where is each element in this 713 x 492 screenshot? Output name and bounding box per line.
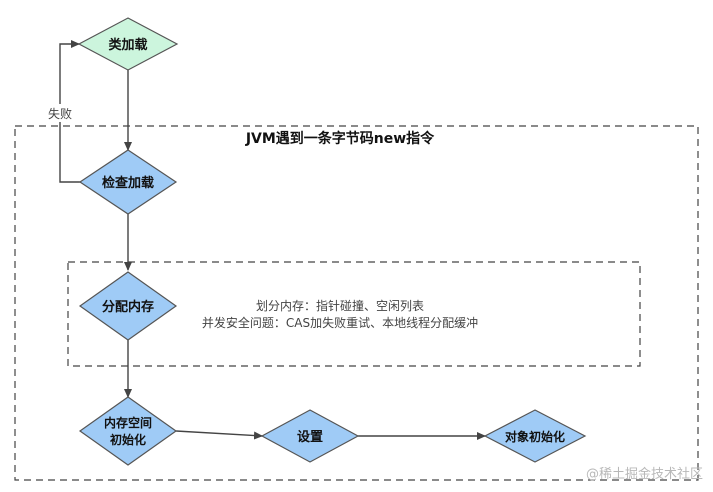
watermark: @稀土掘金技术社区 <box>585 467 703 482</box>
node-allocate-memory-label: 分配内存 <box>102 299 154 315</box>
node-check-loading-label: 检查加载 <box>102 175 154 191</box>
node-check-loading: 检查加载 <box>78 149 178 215</box>
node-allocate-memory: 分配内存 <box>78 271 178 341</box>
node-init-memory-label-1: 内存空间 <box>104 415 152 430</box>
node-class-loading-label: 类加载 <box>108 37 147 53</box>
inner-box-line-1: 划分内存：指针碰撞、空闲列表 <box>256 298 424 313</box>
node-object-init: 对象初始化 <box>483 409 587 463</box>
node-init-memory: 内存空间 初始化 <box>78 396 178 466</box>
node-class-loading: 类加载 <box>77 17 179 71</box>
node-setup: 设置 <box>260 409 360 463</box>
inner-box-line-2: 并发安全问题：CAS加失败重试、本地线程分配缓冲 <box>202 315 478 330</box>
outer-box-title: JVM遇到一条字节码new指令 <box>245 130 435 147</box>
inner-dashed-box <box>67 261 641 367</box>
node-setup-label: 设置 <box>297 430 323 445</box>
fail-label: 失败 <box>48 106 72 121</box>
fail-label-bg <box>38 104 82 122</box>
node-object-init-label: 对象初始化 <box>505 429 565 444</box>
edge-init-to-setup <box>175 430 263 440</box>
node-init-memory-label-2: 初始化 <box>110 432 146 447</box>
outer-dashed-box <box>14 125 699 481</box>
